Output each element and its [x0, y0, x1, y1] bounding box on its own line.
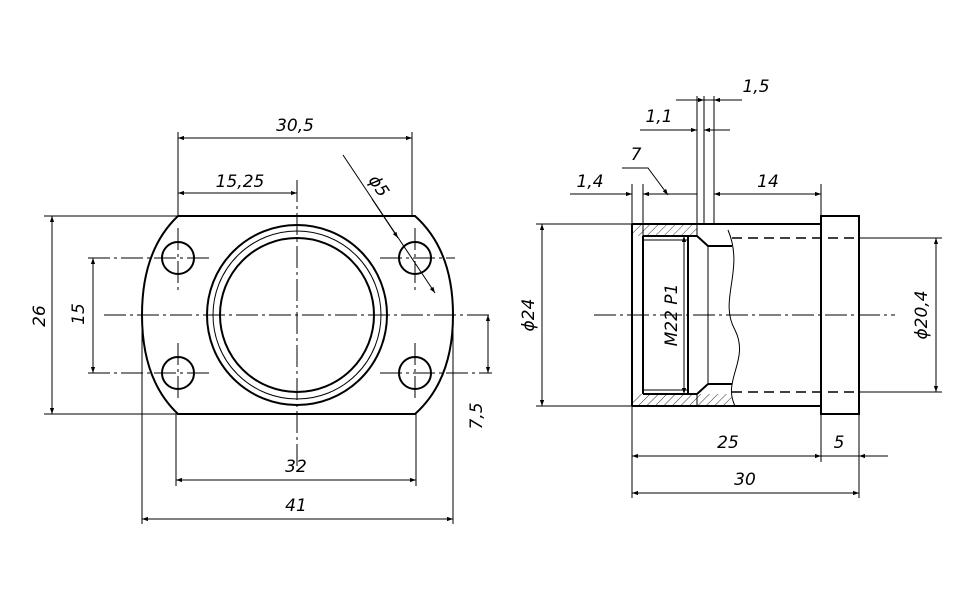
dim-7-5: 7,5 — [467, 402, 487, 429]
dim-outer-diameter: ϕ24 — [519, 299, 539, 332]
dim-hole-diameter: ϕ5 — [364, 172, 393, 201]
dim-15-25: 15,25 — [216, 172, 265, 192]
dim-25: 25 — [717, 433, 739, 453]
side-view: 1,5 1,1 7 1,4 14 ϕ24 M22 P1 ϕ20,4 25 5 3… — [519, 77, 942, 498]
dim-14: 14 — [757, 172, 779, 192]
break-line — [727, 229, 741, 407]
dim-1-4: 1,4 — [576, 172, 603, 192]
dim-26: 26 — [30, 305, 50, 327]
dim-1-1: 1,1 — [645, 107, 672, 127]
hatch-bottom-wall — [632, 394, 732, 406]
dim-inner-diameter: ϕ20,4 — [912, 290, 932, 339]
front-view: 30,5 15,25 ϕ5 26 15 7,5 32 41 — [30, 116, 492, 524]
dim-5: 5 — [834, 433, 845, 453]
dim-32: 32 — [285, 457, 307, 477]
dim-15: 15 — [69, 303, 89, 325]
dim-41: 41 — [285, 496, 307, 516]
dim-1-5: 1,5 — [742, 77, 769, 97]
hatch-top-wall — [632, 224, 697, 236]
thread-label: M22 P1 — [662, 284, 682, 347]
dim-30-5: 30,5 — [276, 116, 314, 136]
flange-outline — [140, 215, 455, 415]
dim-7: 7 — [631, 145, 642, 165]
dim-30: 30 — [734, 470, 756, 490]
